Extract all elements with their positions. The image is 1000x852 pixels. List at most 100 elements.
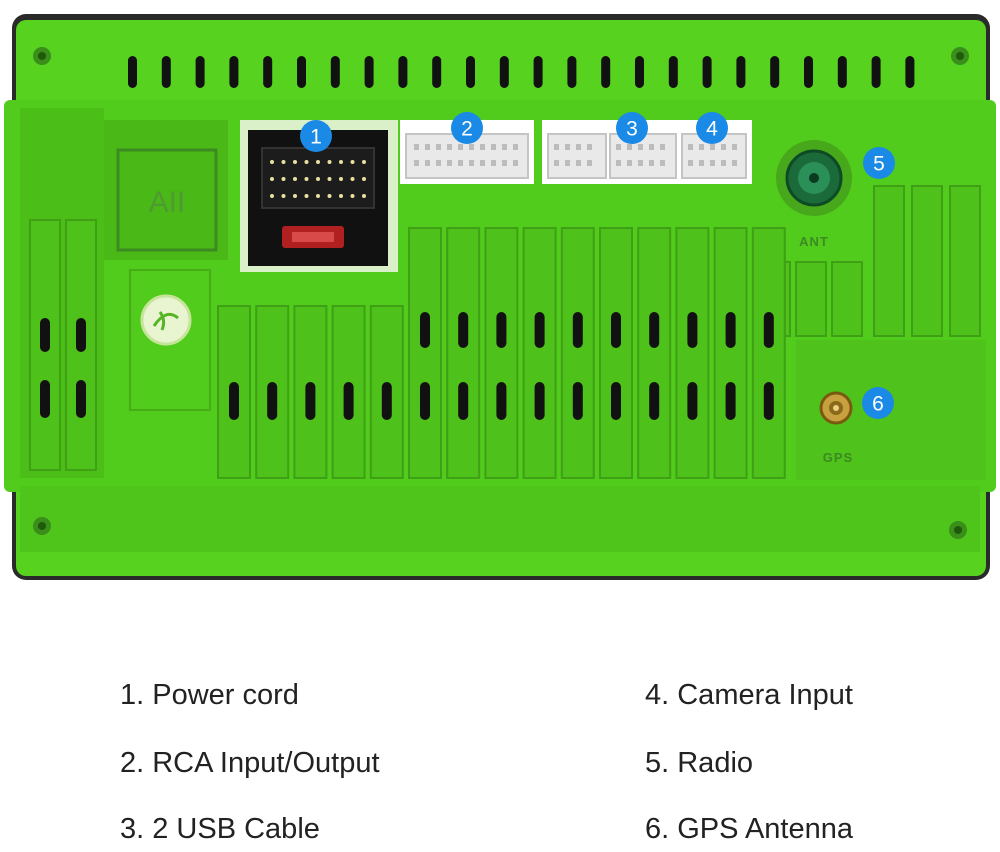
vent-slot (161, 56, 171, 88)
pin (616, 160, 621, 166)
rib-slot (725, 382, 736, 420)
pin (576, 160, 581, 166)
svg-text:5: 5 (873, 153, 885, 176)
badge-5: 5 (863, 147, 895, 179)
pin (293, 160, 297, 164)
pin (458, 160, 463, 166)
rib-slot (649, 312, 660, 348)
pin (554, 160, 559, 166)
fuse-window (292, 232, 334, 242)
pin (339, 177, 343, 181)
vent-slot (567, 56, 577, 88)
usb-connector-a (547, 133, 607, 179)
pin (339, 194, 343, 198)
pin (414, 144, 419, 150)
rib-slot (458, 312, 469, 348)
rib-slot (381, 382, 392, 420)
bottom-band (20, 486, 980, 552)
pin (721, 160, 726, 166)
rib (637, 227, 672, 479)
gps-label: GPS (823, 450, 853, 465)
svg-text:1: 1 (310, 126, 322, 149)
pin (616, 144, 621, 150)
pin (339, 160, 343, 164)
vent-slot (466, 56, 475, 88)
vent-slot (229, 56, 239, 88)
logo-block (104, 120, 228, 260)
svg-text:2: 2 (461, 118, 473, 141)
pin (316, 160, 320, 164)
rib (599, 227, 633, 479)
pin (469, 160, 474, 166)
legend: 1. Power cord 2. RCA Input/Output 3. 2 U… (0, 660, 1000, 852)
pin (649, 144, 654, 150)
pin (491, 160, 496, 166)
pin (293, 177, 297, 181)
svg-text:6: 6 (872, 393, 884, 416)
pin (447, 160, 452, 166)
cooling-ribs (29, 219, 786, 479)
pin (649, 160, 654, 166)
pin (513, 160, 518, 166)
rib-slot (687, 382, 698, 420)
eco-panel (129, 269, 211, 411)
gps-antenna-jack (819, 391, 853, 425)
badge-2: 2 (451, 112, 483, 144)
fin (873, 185, 905, 337)
pin (270, 194, 274, 198)
legend-item-2: 2. RCA Input/Output (120, 747, 380, 779)
rib-slot (534, 382, 545, 420)
pin (554, 144, 559, 150)
rib (751, 227, 786, 479)
legend-item-5: 5. Radio (645, 747, 754, 779)
pin (660, 144, 665, 150)
rib-slot (572, 382, 583, 420)
rib-slot (534, 312, 545, 348)
pin (480, 160, 485, 166)
pin (688, 144, 693, 150)
pin (502, 144, 507, 150)
pin (627, 160, 632, 166)
pin (350, 194, 355, 198)
rib-slot (496, 312, 507, 348)
pin (327, 177, 332, 181)
rib (65, 219, 97, 471)
pin (304, 160, 309, 164)
pin (304, 177, 309, 181)
pin (638, 144, 643, 150)
vent-slot (398, 56, 408, 88)
rib-slot (611, 382, 621, 420)
vent-slot (905, 56, 915, 88)
rib-slot (76, 318, 86, 352)
usb-connector-pins (554, 144, 737, 166)
power-connector (240, 120, 398, 272)
rib-slot (687, 312, 698, 348)
pin (627, 144, 632, 150)
pin (293, 194, 297, 198)
pin (480, 144, 485, 150)
pin (270, 177, 274, 181)
rib-slot (725, 312, 736, 348)
pin (565, 144, 570, 150)
screw-icon (33, 47, 51, 65)
rib-slot (458, 382, 469, 420)
legend-item-3: 3. 2 USB Cable (120, 813, 320, 845)
logo-emboss-frame (116, 148, 218, 252)
pin (327, 160, 332, 164)
rib-slot (420, 312, 430, 348)
vent-slot (871, 56, 881, 88)
pin (710, 160, 715, 166)
legend-item-1: 1. Power cord (120, 679, 299, 711)
fin (831, 261, 863, 337)
rib-slot (267, 382, 278, 420)
top-vent-slots (128, 56, 915, 88)
vent-slot (770, 56, 780, 88)
svg-text:4: 4 (706, 118, 718, 141)
rib-slot (420, 382, 430, 420)
vent-slot (499, 56, 509, 88)
pin (638, 160, 643, 166)
pin (699, 160, 704, 166)
pin (414, 160, 419, 166)
pin (660, 160, 665, 166)
rca-connector-pins (414, 144, 518, 166)
